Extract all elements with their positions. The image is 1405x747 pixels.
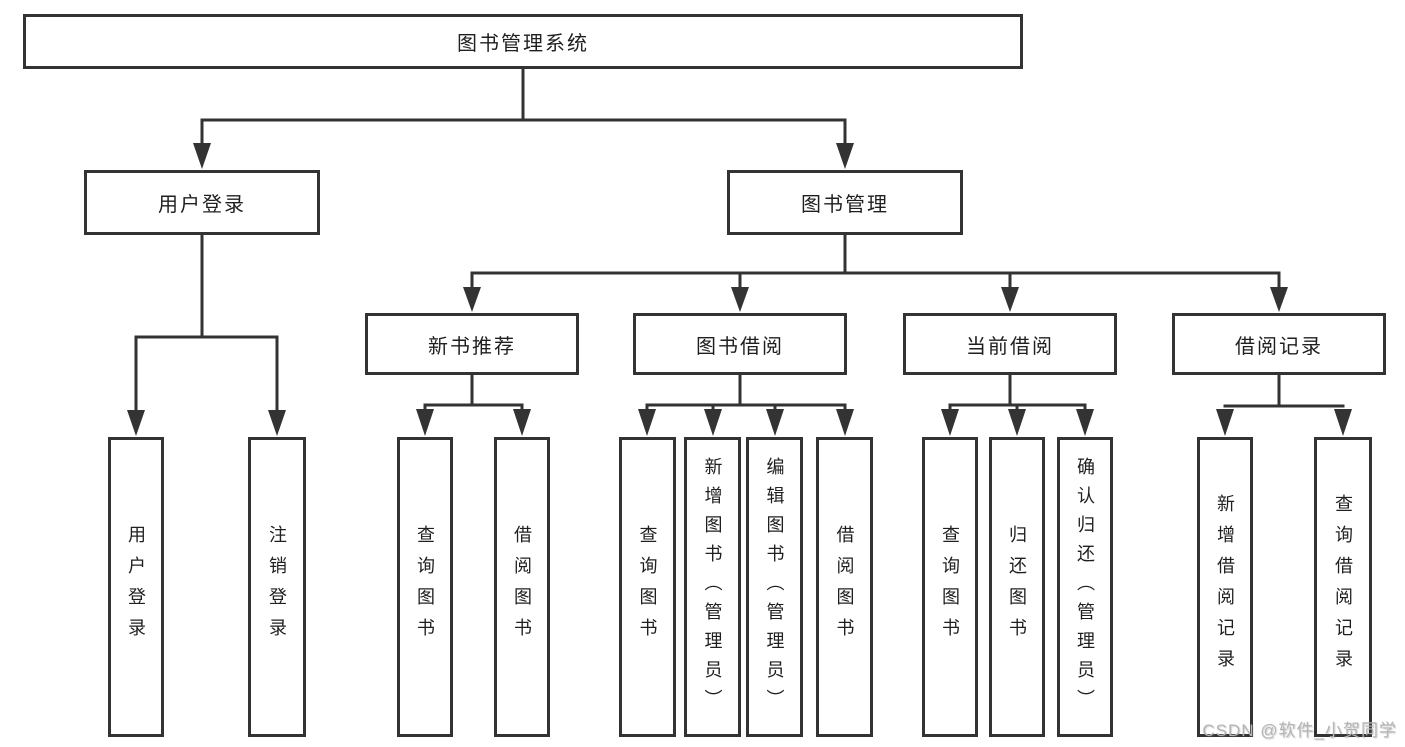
node-leaf-query-book-1: 查询图书: [397, 437, 453, 737]
node-leaf-query-book-2: 查询图书: [619, 437, 676, 737]
node-root: 图书管理系统: [23, 14, 1023, 69]
node-leaf-borrow-book-1: 借阅图书: [494, 437, 550, 737]
node-borrow-records: 借阅记录: [1172, 313, 1386, 375]
node-leaf-logout: 注销登录: [248, 437, 306, 737]
node-user-login: 用户登录: [84, 170, 320, 235]
node-leaf-user-login: 用户登录: [108, 437, 164, 737]
node-leaf-confirm-return-admin: 确认归还（管理员）: [1057, 437, 1113, 737]
node-leaf-query-book-3: 查询图书: [922, 437, 978, 737]
node-leaf-query-borrow-record: 查询借阅记录: [1314, 437, 1372, 737]
node-book-management: 图书管理: [727, 170, 963, 235]
node-book-borrow: 图书借阅: [633, 313, 847, 375]
node-leaf-borrow-book-2: 借阅图书: [816, 437, 873, 737]
node-current-borrow: 当前借阅: [903, 313, 1117, 375]
node-leaf-return-book: 归还图书: [989, 437, 1045, 737]
node-new-book-recommend: 新书推荐: [365, 313, 579, 375]
node-leaf-edit-book-admin: 编辑图书（管理员）: [746, 437, 803, 737]
node-leaf-add-borrow-record: 新增借阅记录: [1197, 437, 1253, 737]
node-leaf-add-book-admin: 新增图书（管理员）: [684, 437, 741, 737]
watermark-text: CSDN @软件_小贺同学: [1202, 721, 1397, 740]
